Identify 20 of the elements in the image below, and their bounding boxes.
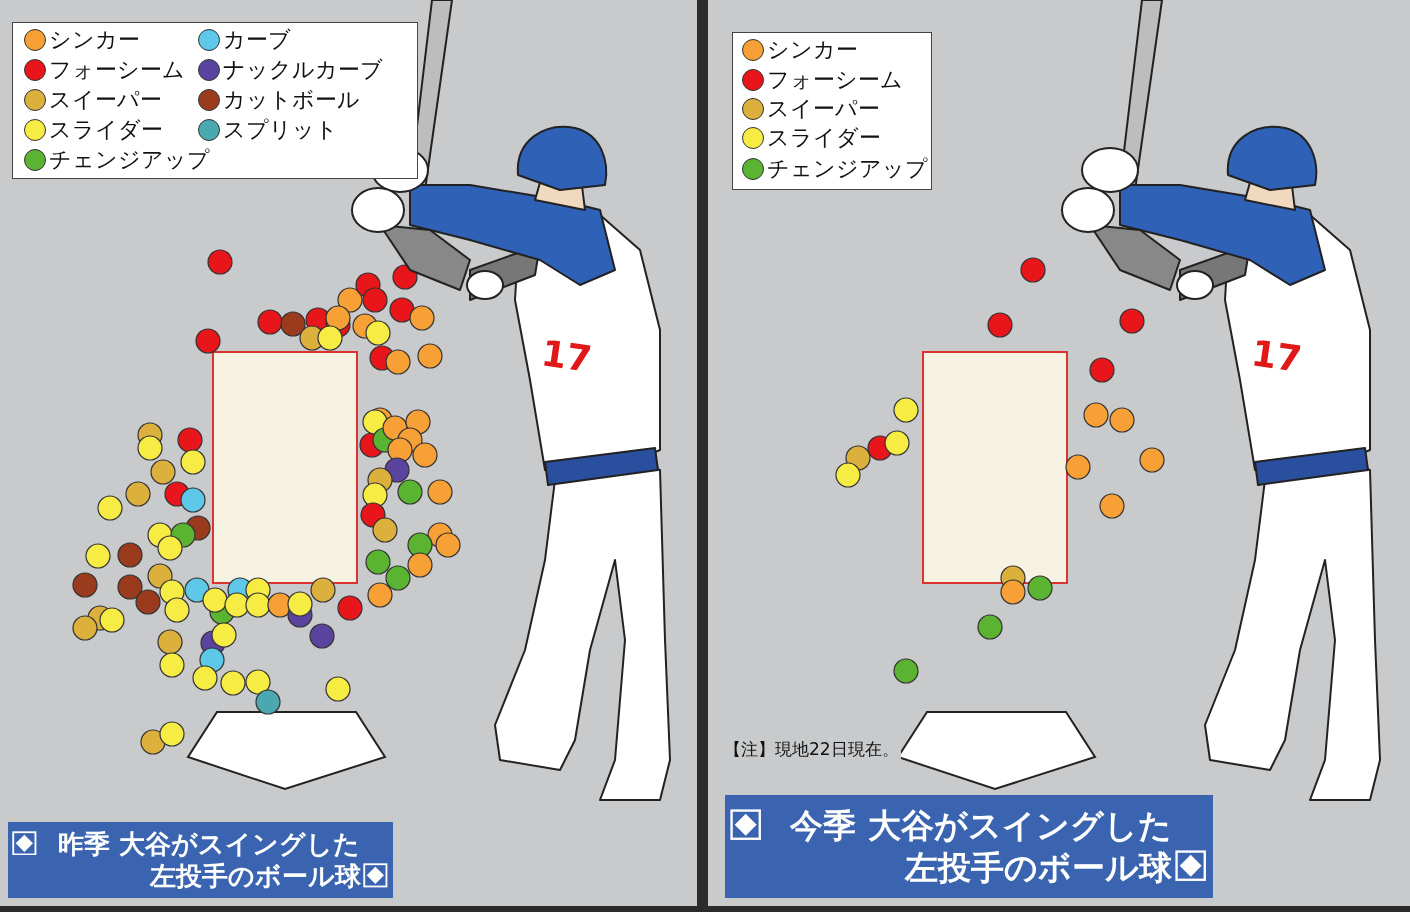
legend-label: シンカー — [767, 37, 858, 63]
legend-label: シンカー — [49, 27, 140, 53]
legend-label: スイーパー — [49, 87, 162, 113]
legend-label: スプリット — [223, 117, 338, 143]
legend-label: カーブ — [223, 27, 291, 53]
legend-label: チェンジアップ — [49, 147, 210, 173]
legend-label: チェンジアップ — [767, 156, 928, 182]
title-band — [725, 795, 1213, 898]
legend-label: フォーシーム — [767, 67, 903, 93]
title-text: 今季 大谷がスイングした左投手のボール球 — [789, 805, 1172, 888]
legend-label: フォーシーム — [49, 57, 185, 83]
legend-label: スライダー — [767, 125, 881, 151]
legend-label: ナックルカーブ — [223, 57, 383, 83]
title-text: 昨季 大谷がスイングした左投手のボール球 — [57, 827, 361, 893]
title-band — [8, 822, 393, 898]
legend-label: カットボール — [223, 87, 360, 113]
legend-label: スライダー — [49, 117, 163, 143]
jersey-number: 17 — [538, 332, 595, 380]
legend-label: スイーパー — [767, 96, 880, 122]
jersey-number: 17 — [1248, 332, 1305, 380]
